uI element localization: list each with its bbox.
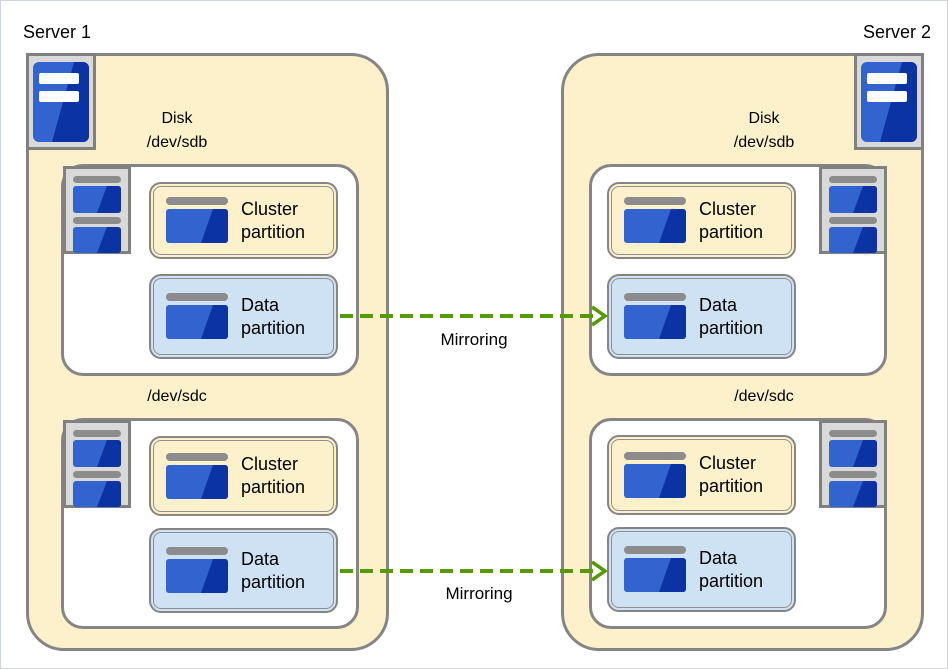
disk-icon (165, 453, 229, 500)
server1-sdc-title: /dev/sdc (97, 385, 257, 409)
server2-sdc-title: /dev/sdc (684, 385, 844, 409)
server1-label: Server 1 (23, 22, 92, 42)
server2-sdb-cluster-partition: Cluster partition (607, 182, 796, 259)
partition-label: Cluster partition (241, 454, 306, 497)
partition-label: Cluster partition (699, 198, 764, 242)
server1-sdb-data-partition: Data partition (149, 274, 338, 359)
server2-label: Server 2 (862, 22, 931, 42)
server-icon (854, 53, 924, 150)
partition-label: Cluster partition (699, 453, 764, 496)
disk-title-line2: /dev/sdb (146, 134, 208, 151)
disk-title-line1: Disk (748, 110, 780, 127)
server1-sdb-title: Disk /dev/sdb (97, 107, 257, 155)
disk-icon (623, 546, 687, 593)
disk-stack-icon (819, 166, 887, 254)
partition-label: Data partition (699, 294, 764, 338)
server2-sdb-data-partition: Data partition (607, 274, 796, 359)
disk-stack-icon (819, 420, 887, 508)
disk-icon (165, 197, 229, 244)
server2-sdc-cluster-partition: Cluster partition (607, 435, 796, 515)
disk-icon (623, 197, 687, 244)
mirroring-label-bottom: Mirroring (445, 584, 513, 603)
disk-title-line1: Disk (161, 110, 193, 127)
partition-label: Cluster partition (241, 198, 306, 242)
disk-icon (165, 293, 229, 340)
server-icon (26, 53, 96, 150)
disk-stack-icon (63, 420, 131, 508)
disk-icon (623, 452, 687, 499)
partition-label: Data partition (241, 548, 306, 592)
disk-title-line1: /dev/sdc (734, 388, 794, 405)
server1-sdb-cluster-partition: Cluster partition (149, 182, 338, 259)
server2-sdc-data-partition: Data partition (607, 527, 796, 612)
partition-label: Data partition (241, 294, 306, 338)
disk-icon (623, 293, 687, 340)
disk-title-line2: /dev/sdb (733, 134, 795, 151)
disk-stack-icon (63, 166, 131, 254)
disk-title-line1: /dev/sdc (147, 388, 207, 405)
server2-sdb-title: Disk /dev/sdb (684, 107, 844, 155)
mirroring-label-top: Mirroring (440, 330, 508, 349)
partition-label: Data partition (699, 547, 764, 591)
disk-icon (165, 547, 229, 594)
server1-sdc-data-partition: Data partition (149, 528, 338, 613)
server1-sdc-cluster-partition: Cluster partition (149, 436, 338, 516)
